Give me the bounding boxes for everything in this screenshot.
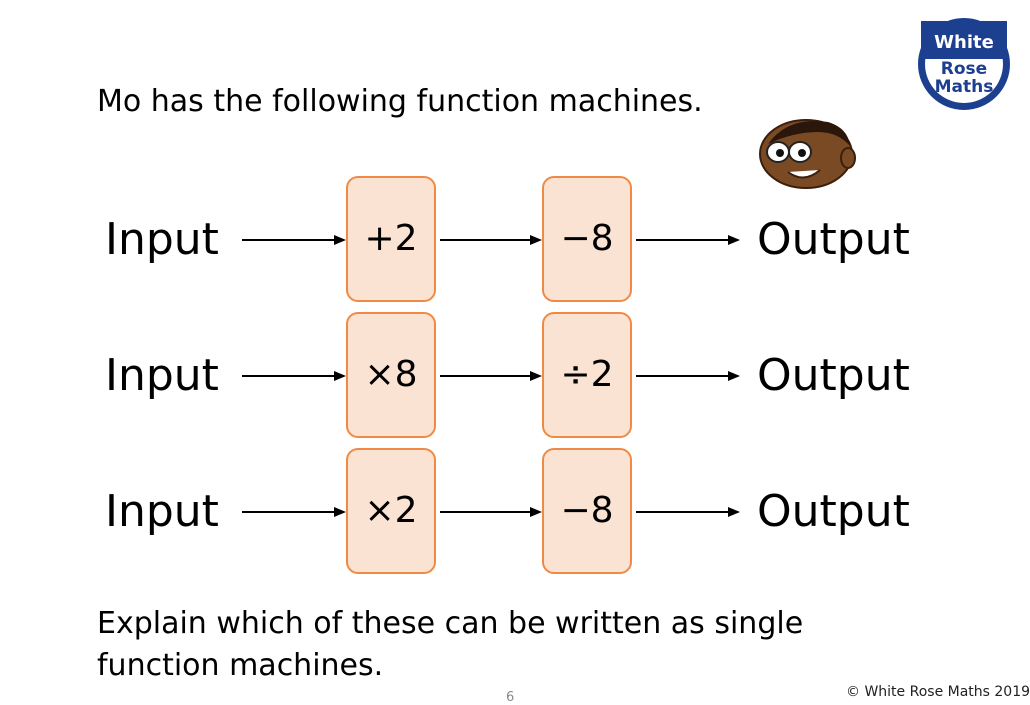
- input-label: Input: [105, 350, 219, 401]
- operation-box-1: ×2: [346, 448, 436, 574]
- operation-box-1: +2: [346, 176, 436, 302]
- operation-box-2: −8: [542, 448, 632, 574]
- copyright-text: © White Rose Maths 2019: [846, 684, 1030, 700]
- arrow-icon: [636, 235, 740, 245]
- operation-box-1: ×8: [346, 312, 436, 438]
- arrow-icon: [242, 507, 346, 517]
- arrow-icon: [440, 371, 542, 381]
- function-machine-row-3: Input ×2 −8 Output: [0, 448, 1024, 576]
- function-machine-row-2: Input ×8 ÷2 Output: [0, 312, 1024, 440]
- logo-word-white: White: [921, 21, 1007, 59]
- arrow-icon: [440, 235, 542, 245]
- arrow-icon: [636, 507, 740, 517]
- operation-box-2: −8: [542, 176, 632, 302]
- mo-character-icon: [759, 119, 856, 189]
- arrow-icon: [440, 507, 542, 517]
- input-label: Input: [105, 214, 219, 265]
- arrow-icon: [636, 371, 740, 381]
- white-rose-maths-logo: White Rose Maths: [918, 18, 1010, 110]
- output-label: Output: [757, 350, 910, 401]
- page-number: 6: [506, 690, 515, 705]
- function-machine-row-1: Input +2 −8 Output: [0, 176, 1024, 304]
- operation-box-2: ÷2: [542, 312, 632, 438]
- logo-word-maths: Maths: [934, 77, 994, 97]
- question-text: Explain which of these can be written as…: [97, 606, 804, 683]
- input-label: Input: [105, 486, 219, 537]
- output-label: Output: [757, 214, 910, 265]
- logo-word-rose: Rose: [940, 59, 988, 79]
- output-label: Output: [757, 486, 910, 537]
- arrow-icon: [242, 371, 346, 381]
- arrow-icon: [242, 235, 346, 245]
- intro-text: Mo has the following function machines.: [97, 84, 703, 119]
